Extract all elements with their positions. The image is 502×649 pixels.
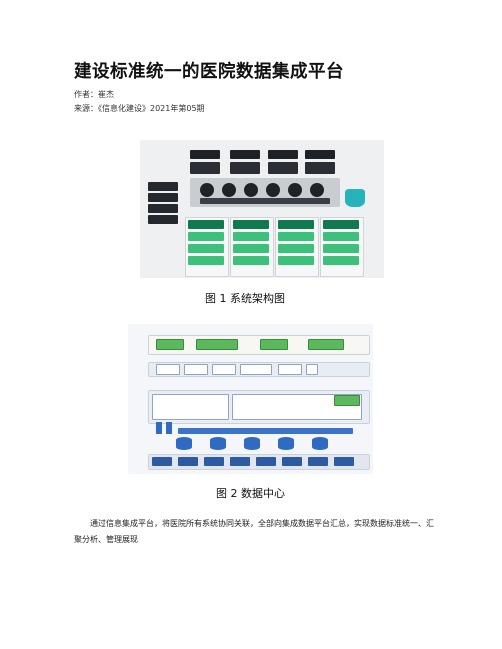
arch-panel-header (233, 220, 269, 229)
arch-cell (323, 244, 359, 253)
article-author: 作者：崔杰 (74, 90, 114, 99)
dc-tech-box (156, 364, 180, 375)
arch-adapter-block (230, 162, 260, 174)
dc-database-icon (244, 437, 260, 450)
dc-data-group (152, 394, 229, 420)
arch-cell (233, 232, 269, 241)
arch-node (244, 183, 258, 197)
dc-database-icon (210, 437, 226, 450)
arch-top-block (190, 150, 220, 159)
figure1-caption: 图 1 系统架构图 (205, 292, 285, 305)
arch-node (310, 183, 324, 197)
arch-cell (233, 256, 269, 265)
dc-app-box (308, 339, 344, 350)
arch-adapter-block (305, 162, 335, 174)
dc-data-bus (178, 428, 353, 434)
arch-cell (278, 232, 314, 241)
arch-left-block (148, 193, 178, 202)
arch-panel-header (278, 220, 314, 229)
dc-tech-box (278, 364, 302, 375)
dc-biz-box (308, 457, 328, 466)
arch-cell (188, 244, 224, 253)
arch-left-block (148, 215, 178, 224)
dc-biz-box (152, 457, 172, 466)
arch-cell (323, 232, 359, 241)
dc-tech-box (212, 364, 236, 375)
dc-up-arrow (166, 422, 172, 434)
article-paragraph: 通过信息集成平台，将医院所有系统协同关联，全部向集成数据平台汇总，实现数据标准统… (74, 519, 434, 544)
dc-app-box (260, 339, 288, 350)
dc-data-box-highlight (334, 395, 360, 406)
dc-up-arrow (156, 422, 162, 434)
arch-panel-header (323, 220, 359, 229)
dc-biz-box (334, 457, 354, 466)
dc-app-box (156, 339, 184, 350)
arch-database-icon (345, 189, 365, 207)
arch-left-block (148, 182, 178, 191)
arch-top-block (230, 150, 260, 159)
arch-node (266, 183, 280, 197)
article-source: 来源：《信息化建设》2021年第05期 (74, 104, 205, 113)
dc-tech-box (240, 364, 272, 375)
figure2-caption: 图 2 数据中心 (216, 487, 285, 500)
dc-app-box (196, 339, 238, 350)
arch-top-block (268, 150, 298, 159)
arch-node (222, 183, 236, 197)
arch-cell (188, 256, 224, 265)
dc-database-icon (278, 437, 294, 450)
arch-node (200, 183, 214, 197)
dc-database-icon (176, 437, 192, 450)
dc-biz-box (282, 457, 302, 466)
dc-biz-box (256, 457, 276, 466)
arch-cell (188, 232, 224, 241)
arch-cell (323, 256, 359, 265)
arch-cell (278, 244, 314, 253)
arch-panel-header (188, 220, 224, 229)
arch-adapter-block (190, 162, 220, 174)
arch-node (288, 183, 302, 197)
article-title: 建设标准统一的医院数据集成平台 (74, 62, 344, 82)
dc-database-icon (312, 437, 328, 450)
arch-adapter-block (268, 162, 298, 174)
figure-data-center (128, 324, 373, 474)
arch-service-bus (200, 198, 330, 204)
arch-top-block (305, 150, 335, 159)
arch-left-block (148, 204, 178, 213)
arch-cell (233, 244, 269, 253)
arch-cell (278, 256, 314, 265)
dc-tech-box (184, 364, 208, 375)
dc-tech-box (306, 364, 318, 375)
figure-system-architecture (140, 140, 384, 278)
dc-biz-box (204, 457, 224, 466)
dc-biz-box (230, 457, 250, 466)
dc-biz-box (178, 457, 198, 466)
